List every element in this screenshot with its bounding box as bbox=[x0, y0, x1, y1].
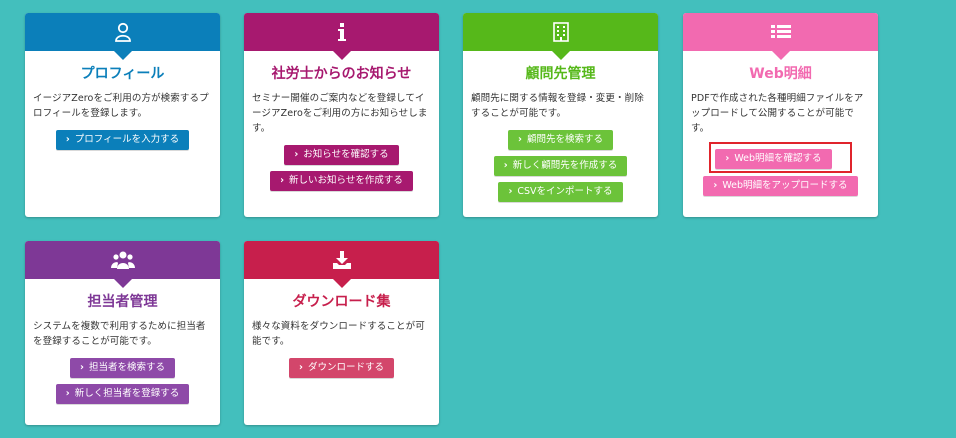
download-button[interactable]: ›ダウンロードする bbox=[289, 358, 394, 378]
card-web-title: Web明細 bbox=[749, 66, 812, 82]
card-person-header bbox=[25, 241, 220, 288]
card-person-desc: システムを複数で利用するために担当者を登録することが可能です。 bbox=[33, 321, 206, 347]
card-notice-title: 社労士からのお知らせ bbox=[271, 66, 412, 82]
upload-web-button[interactable]: ›Web明細をアップロードする bbox=[703, 176, 858, 196]
list-icon bbox=[770, 24, 791, 40]
card-profile-desc: イージアZeroをご利用の方が検索するプロフィールを登録します。 bbox=[33, 93, 209, 119]
download-icon bbox=[332, 250, 352, 270]
search-client-button[interactable]: ›顧問先を検索する bbox=[508, 130, 613, 150]
group-icon bbox=[110, 250, 135, 270]
card-web-desc: PDFで作成された各種明細ファイルをアップロードして公開することが可能です。 bbox=[691, 93, 864, 134]
card-person: 担当者管理 システムを複数で利用するために担当者を登録することが可能です。 ›担… bbox=[25, 241, 220, 425]
card-download-desc: 様々な資料をダウンロードすることが可能です。 bbox=[252, 321, 425, 347]
card-notice-header bbox=[244, 13, 439, 60]
card-profile-title: プロフィール bbox=[80, 66, 165, 82]
card-notice-desc: セミナー開催のご案内などを登録してイージアZeroをご利用の方にお知らせします。 bbox=[252, 93, 428, 134]
card-web-header bbox=[683, 13, 878, 60]
import-csv-button[interactable]: ›CSVをインポートする bbox=[498, 182, 623, 202]
card-person-title: 担当者管理 bbox=[87, 294, 158, 310]
card-profile: プロフィール イージアZeroをご利用の方が検索するプロフィールを登録します。 … bbox=[25, 13, 220, 217]
create-person-button[interactable]: ›新しく担当者を登録する bbox=[55, 384, 190, 404]
card-client-header bbox=[463, 13, 658, 60]
card-client-title: 顧問先管理 bbox=[525, 66, 596, 82]
card-download-header bbox=[244, 241, 439, 288]
person-icon bbox=[114, 22, 132, 42]
input-profile-button[interactable]: ›プロフィールを入力する bbox=[55, 130, 190, 150]
card-client-desc: 顧問先に関する情報を登録・変更・削除することが可能です。 bbox=[471, 93, 644, 119]
card-notice: 社労士からのお知らせ セミナー開催のご案内などを登録してイージアZeroをご利用… bbox=[244, 13, 439, 217]
card-download: ダウンロード集 様々な資料をダウンロードすることが可能です。 ›ダウンロードする bbox=[244, 241, 439, 425]
card-web: Web明細 PDFで作成された各種明細ファイルをアップロードして公開することが可… bbox=[683, 13, 878, 217]
search-person-button[interactable]: ›担当者を検索する bbox=[70, 358, 175, 378]
highlight-box: ›Web明細を確認する bbox=[709, 142, 852, 173]
info-icon bbox=[337, 22, 347, 42]
card-download-title: ダウンロード集 bbox=[292, 294, 391, 310]
create-notice-button[interactable]: ›新しいお知らせを作成する bbox=[270, 171, 413, 191]
check-notice-button[interactable]: ›お知らせを確認する bbox=[284, 145, 399, 165]
create-client-button[interactable]: ›新しく顧問先を作成する bbox=[493, 156, 628, 176]
card-client: 顧問先管理 顧問先に関する情報を登録・変更・削除することが可能です。 ›顧問先を… bbox=[463, 13, 658, 217]
check-web-button[interactable]: ›Web明細を確認する bbox=[715, 149, 832, 169]
building-icon bbox=[552, 22, 569, 42]
card-profile-header bbox=[25, 13, 220, 60]
